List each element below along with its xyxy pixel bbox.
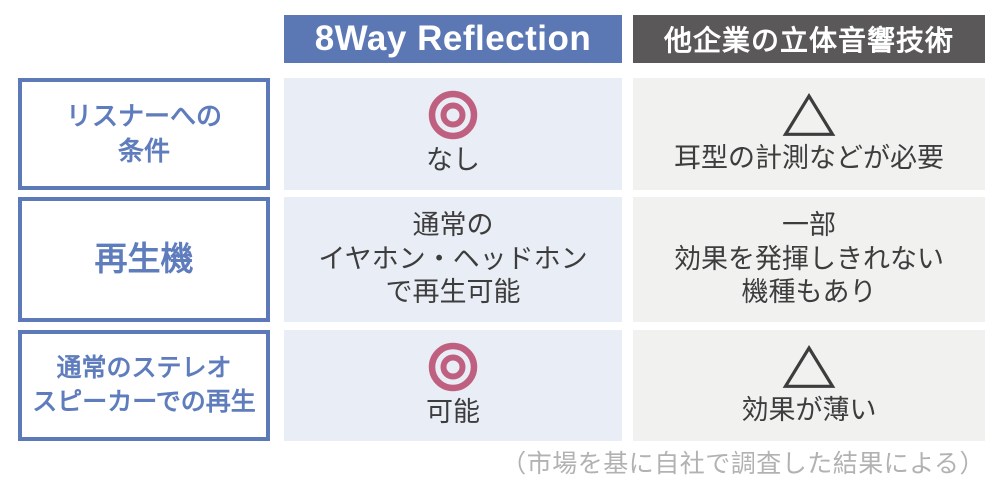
cell-playback-device-ours: 通常の イヤホン・ヘッドホン で再生可能 (284, 197, 622, 322)
column-header-other-companies: 他企業の立体音響技術 (633, 15, 985, 63)
cell-playback-device-others: 一部 効果を発揮しきれない 機種もあり (633, 197, 985, 322)
row-label-stereo-speaker-playback: 通常のステレオ スピーカーでの再生 (18, 330, 270, 441)
cell-text: 耳型の計測などが必要 (674, 143, 944, 174)
cell-text: 効果が薄い (741, 394, 877, 425)
column-header-label: 8Way Reflection (314, 19, 592, 58)
cell-stereo-speaker-others: 効果が薄い (633, 330, 985, 441)
row-label-listener-conditions: リスナーへの 条件 (18, 78, 270, 190)
cell-stereo-speaker-ours: 可能 (284, 330, 622, 441)
double-circle-icon (428, 91, 478, 140)
cell-listener-conditions-others: 耳型の計測などが必要 (633, 78, 985, 190)
row-label-playback-device: 再生機 (18, 197, 270, 322)
cell-text: 通常の イヤホン・ヘッドホン で再生可能 (318, 210, 588, 308)
row-label-text: 通常のステレオ スピーカーでの再生 (32, 353, 256, 416)
cell-text: 可能 (426, 396, 480, 427)
column-header-label: 他企業の立体音響技術 (663, 25, 954, 56)
double-circle-icon (428, 342, 478, 392)
row-label-text: リスナーへの 条件 (65, 100, 222, 166)
cell-listener-conditions-ours: なし (284, 78, 622, 190)
cell-text: なし (426, 145, 480, 176)
row-label-text: 再生機 (94, 240, 194, 278)
source-note: （市場を基に自社で調査した結果による） (501, 450, 985, 478)
triangle-icon (782, 93, 836, 137)
cell-text: 一部 効果を発揮しきれない 機種もあり (674, 210, 944, 308)
triangle-icon (782, 344, 836, 388)
column-header-8way-reflection: 8Way Reflection (284, 15, 622, 63)
